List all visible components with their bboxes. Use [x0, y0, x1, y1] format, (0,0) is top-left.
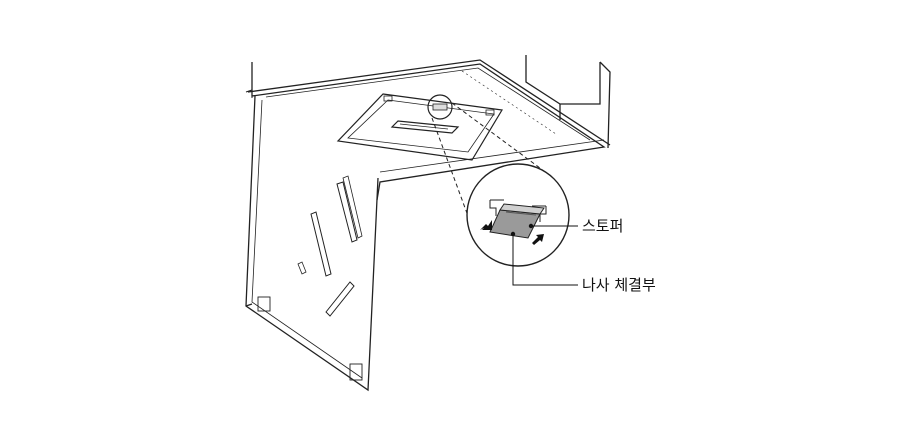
stopper-label: 스토퍼 [582, 217, 623, 235]
ceiling-tray [336, 93, 503, 161]
detail-marker-circle [427, 94, 453, 120]
cabinet-top-panel [247, 59, 611, 201]
push-arrow-left-icon [480, 220, 492, 230]
open-door-panel [245, 89, 379, 392]
screw-fastening-label: 나사 체결부 [582, 276, 656, 294]
push-arrow-right-icon [532, 234, 544, 245]
zoom-leader-lines [431, 102, 549, 217]
callout-lines [512, 225, 578, 286]
cabinet-right-wall [525, 55, 611, 149]
zoom-detail-bubble [466, 163, 570, 267]
